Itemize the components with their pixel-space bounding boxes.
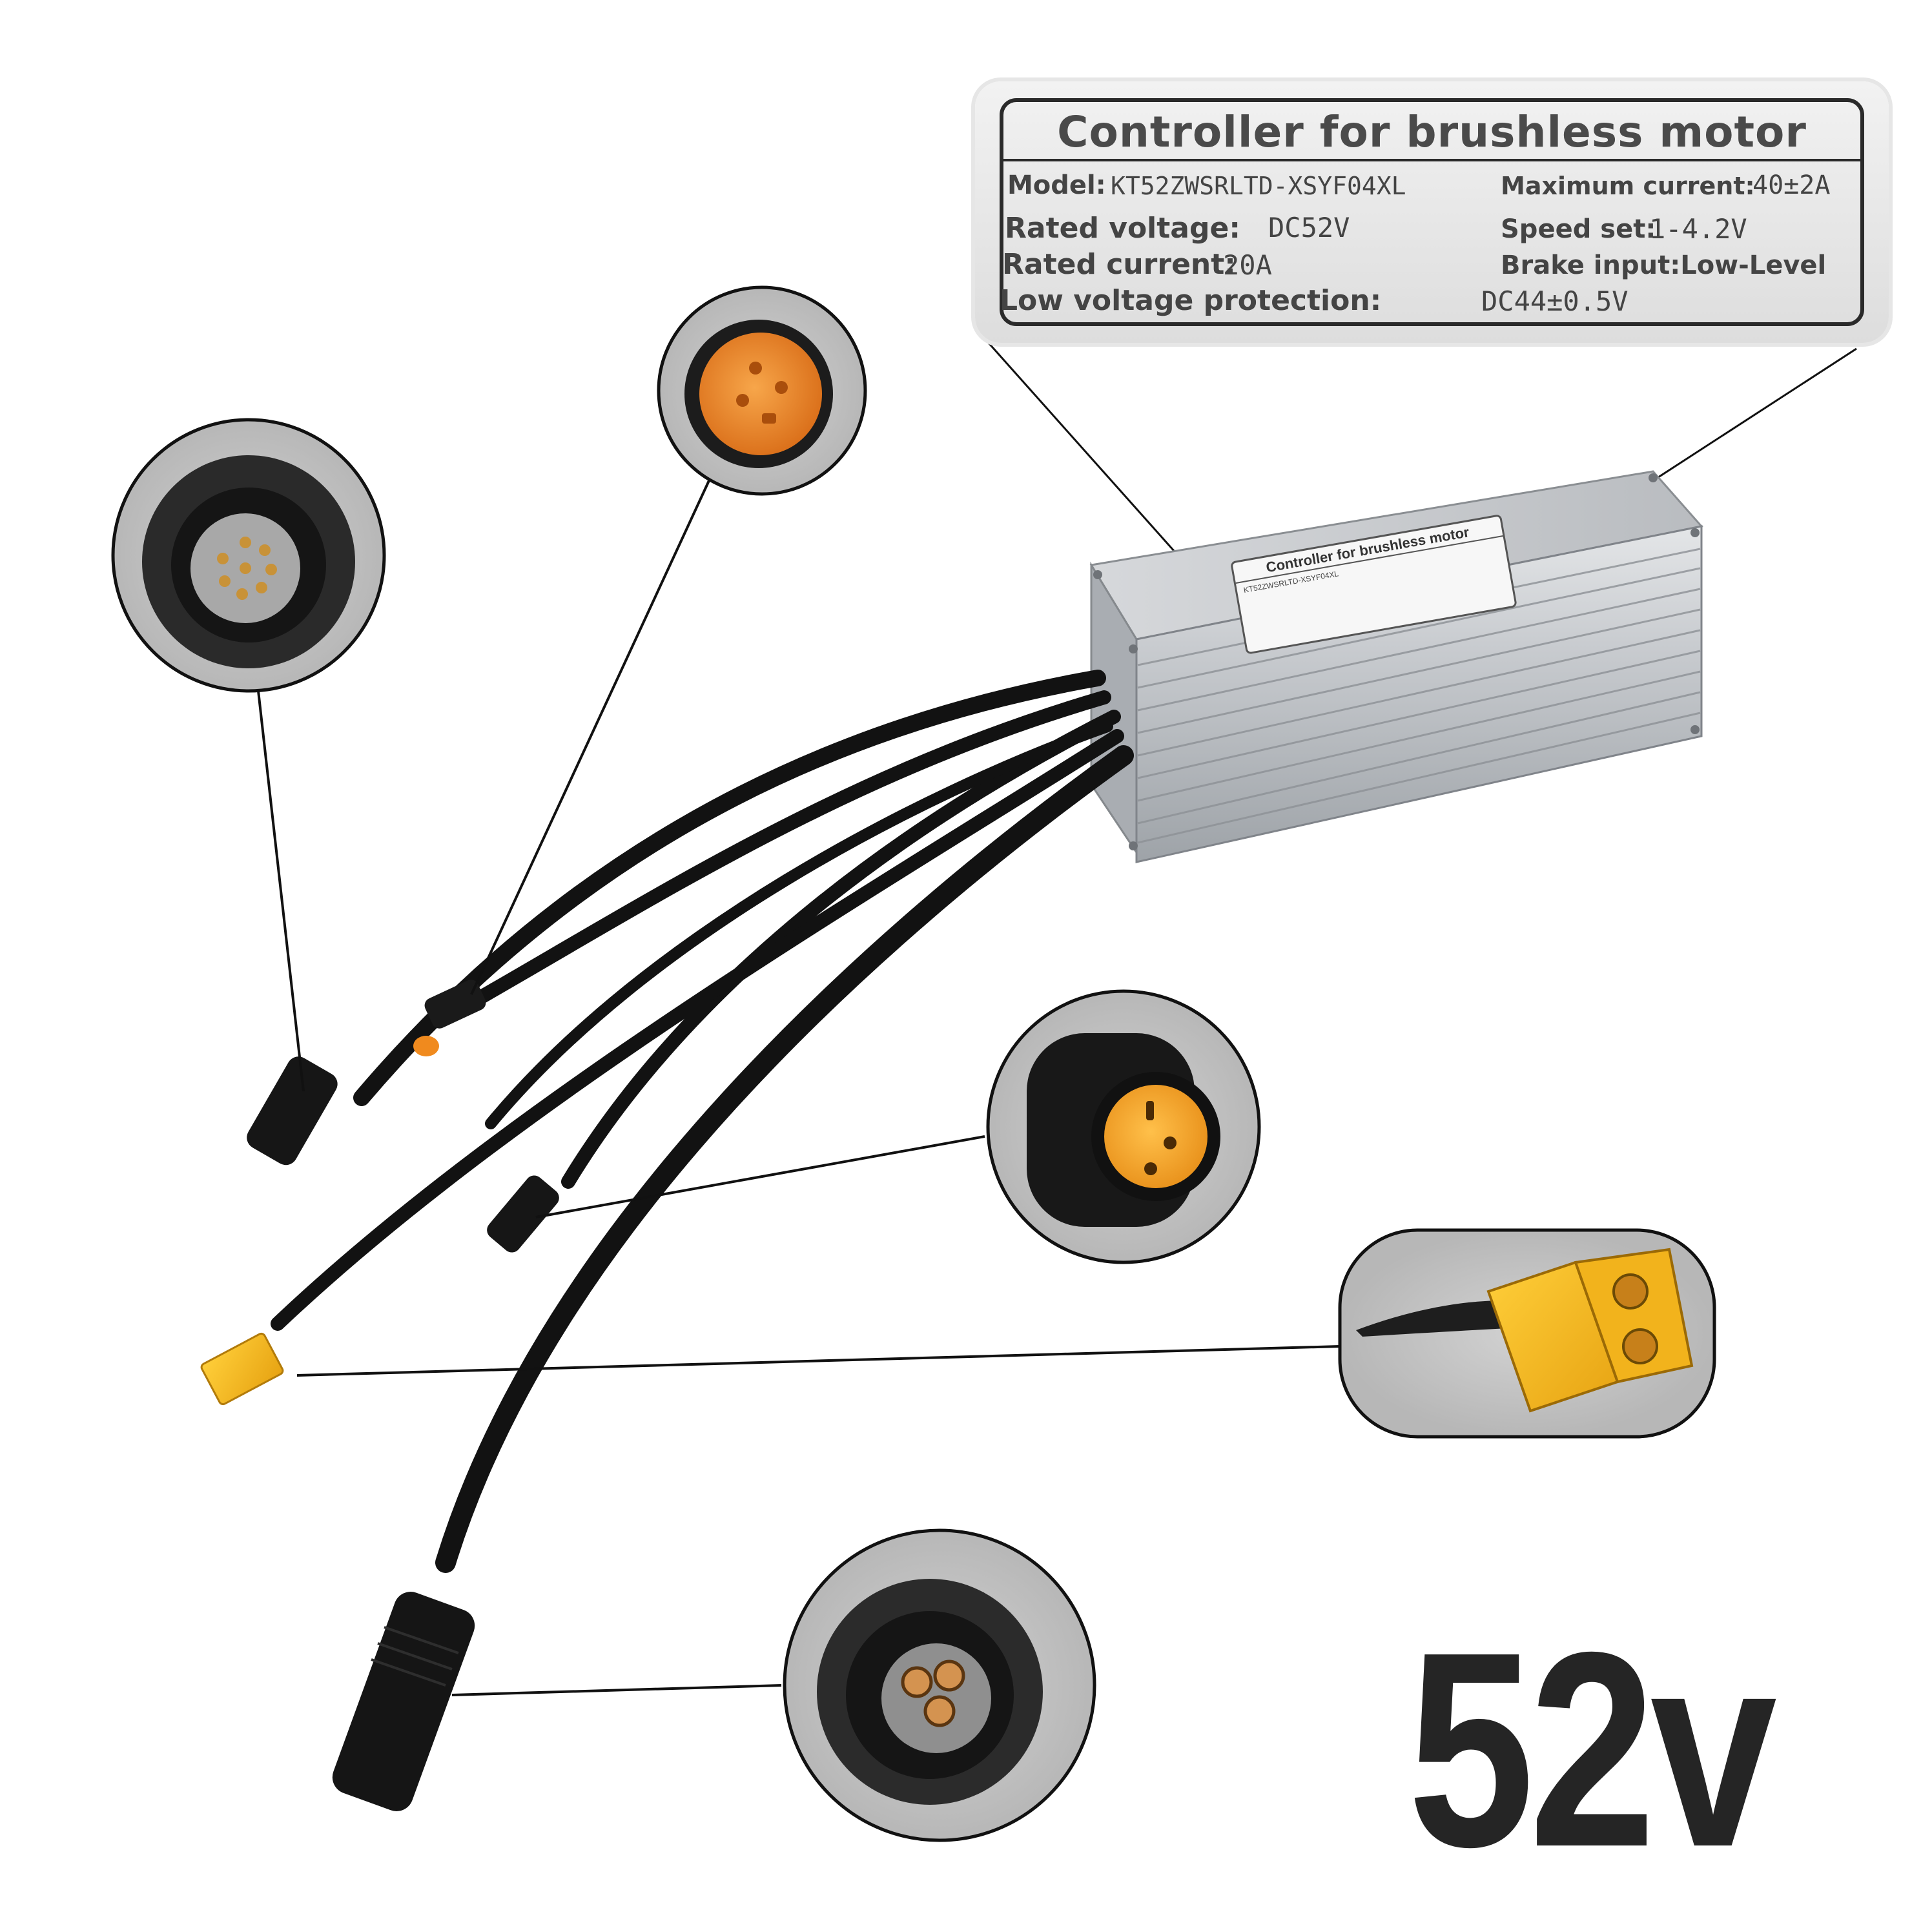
callout-leader-brake xyxy=(470,477,712,995)
cable-motor xyxy=(435,745,1134,1573)
rated-voltage-value: DC52V xyxy=(1268,212,1350,243)
callout-brake-connector xyxy=(657,285,867,496)
callout-display-connector xyxy=(111,418,386,693)
model-value: KT52ZWSRLTD-XSYF04XL xyxy=(1111,172,1406,200)
callout-leader-throttle xyxy=(535,1135,985,1218)
rated-current-label: Rated current: xyxy=(1002,248,1236,281)
display-connector xyxy=(247,1056,338,1166)
rated-current-value: 20A xyxy=(1223,249,1272,281)
cable-power xyxy=(271,729,1124,1331)
rated-voltage-label: Rated voltage: xyxy=(1005,212,1240,245)
speed-set-label: Speed set: xyxy=(1501,214,1656,244)
throttle-connector xyxy=(487,1175,559,1253)
callout-leader-xt60 xyxy=(296,1345,1341,1377)
low-voltage-value: DC44±0.5V xyxy=(1481,285,1629,317)
cable-brake xyxy=(445,690,1111,1021)
brake-input-label: Brake input:Low-Level xyxy=(1501,251,1827,280)
controller-housing xyxy=(1089,470,1703,863)
cable-aux xyxy=(485,721,1113,1129)
max-current-value: 40±2A xyxy=(1752,170,1831,200)
callout-motor-connector xyxy=(783,1528,1096,1842)
spec-label-title: Controller for brushless motor xyxy=(1003,106,1860,161)
cable-throttle xyxy=(561,710,1121,1189)
callout-leader-motor xyxy=(451,1684,782,1696)
callout-throttle-connector xyxy=(986,989,1261,1264)
callout-xt60-connector xyxy=(1338,1228,1716,1439)
voltage-badge: 52v xyxy=(1408,1595,1777,1905)
spec-label-frame: Controller for brushless motor Model: KT… xyxy=(1000,98,1864,326)
callout-leader-display xyxy=(257,690,305,1092)
speed-set-value: 1-4.2V xyxy=(1649,213,1747,245)
max-current-label: Maximum current: xyxy=(1501,172,1755,200)
motor-connector xyxy=(332,1592,475,1811)
brake-connector xyxy=(413,980,486,1056)
xt60-connector xyxy=(200,1332,284,1406)
model-label: Model: xyxy=(1007,170,1106,200)
low-voltage-label: Low voltage protection: xyxy=(1000,284,1382,317)
spec-label: Controller for brushless motor Model: KT… xyxy=(975,81,1889,343)
